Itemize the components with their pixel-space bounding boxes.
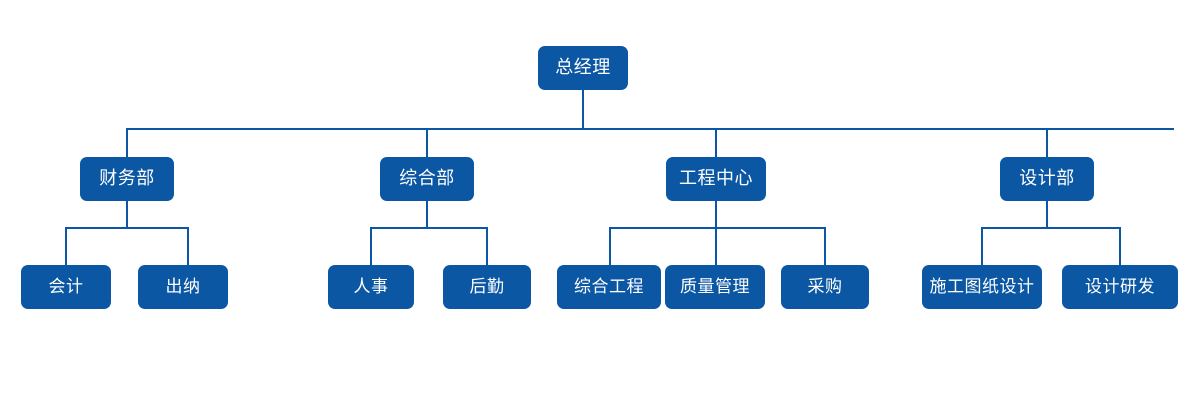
node-label: 质量管理 (680, 276, 750, 297)
node-design-department[interactable]: 设计部 (1000, 157, 1094, 201)
node-human-resources[interactable]: 人事 (328, 265, 414, 309)
connector-drop-general (426, 128, 428, 157)
connector-level1-bus (126, 128, 1174, 130)
connector-engineering-bus (609, 227, 826, 229)
connector-drop-engineering (715, 128, 717, 157)
connector-drop-quality-management (715, 227, 717, 265)
node-label: 设计研发 (1085, 276, 1155, 297)
node-engineering-center[interactable]: 工程中心 (666, 157, 766, 201)
connector-drop-accounting (65, 227, 67, 265)
connector-drop-comprehensive-engineering (609, 227, 611, 265)
node-finance-department[interactable]: 财务部 (80, 157, 174, 201)
connector-root-stem (582, 90, 584, 130)
node-cashier[interactable]: 出纳 (138, 265, 228, 309)
connector-general-bus (370, 227, 488, 229)
node-label: 总经理 (555, 57, 611, 78)
node-label: 财务部 (99, 168, 155, 189)
connector-drop-design (1046, 128, 1048, 157)
node-design-rnd[interactable]: 设计研发 (1062, 265, 1178, 309)
connector-drop-construction-drawing-design (981, 227, 983, 265)
connector-drop-logistics (486, 227, 488, 265)
connector-drop-hr (370, 227, 372, 265)
connector-drop-cashier (187, 227, 189, 265)
node-comprehensive-engineering[interactable]: 综合工程 (557, 265, 661, 309)
node-label: 会计 (48, 276, 84, 297)
node-procurement[interactable]: 采购 (781, 265, 869, 309)
node-label: 综合部 (399, 168, 455, 189)
node-general-affairs-department[interactable]: 综合部 (380, 157, 474, 201)
node-logistics[interactable]: 后勤 (443, 265, 531, 309)
connector-engineering-stem (715, 200, 717, 227)
node-label: 施工图纸设计 (929, 276, 1035, 297)
node-label: 工程中心 (679, 168, 753, 189)
node-general-manager[interactable]: 总经理 (538, 46, 628, 90)
connector-finance-bus (65, 227, 189, 229)
connector-drop-design-rnd (1119, 227, 1121, 265)
node-quality-management[interactable]: 质量管理 (665, 265, 765, 309)
node-label: 采购 (807, 276, 843, 297)
connector-design-bus (981, 227, 1120, 229)
connector-drop-procurement (824, 227, 826, 265)
node-label: 人事 (353, 276, 389, 297)
connector-design-stem (1046, 200, 1048, 227)
node-label: 出纳 (165, 276, 201, 297)
node-label: 后勤 (469, 276, 505, 297)
node-label: 综合工程 (574, 276, 644, 297)
connector-drop-finance (126, 128, 128, 157)
node-label: 设计部 (1019, 168, 1075, 189)
node-construction-drawing-design[interactable]: 施工图纸设计 (922, 265, 1042, 309)
connector-general-stem (426, 200, 428, 227)
connector-finance-stem (126, 200, 128, 227)
node-accounting[interactable]: 会计 (21, 265, 111, 309)
